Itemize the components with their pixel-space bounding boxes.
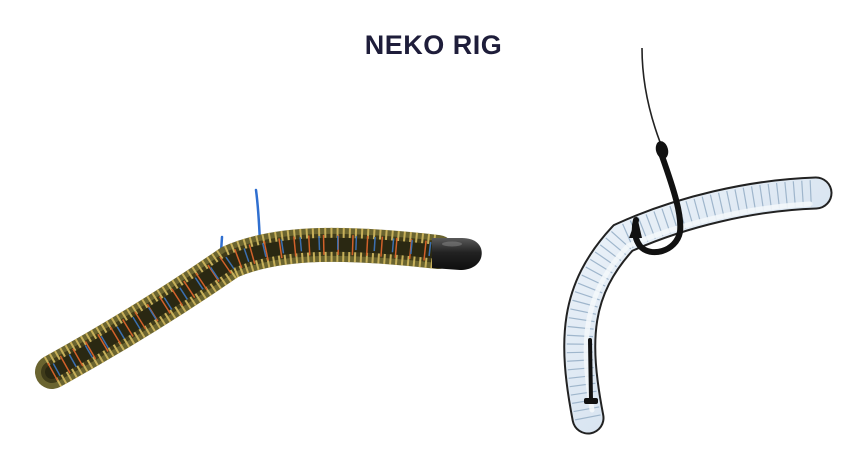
diagram-worm-rings — [566, 180, 817, 421]
weight-head — [432, 238, 482, 270]
hook-icon — [629, 141, 684, 256]
page-title: NEKO RIG — [364, 30, 503, 60]
nail-weight-icon — [584, 338, 598, 404]
fishing-line — [641, 47, 661, 143]
worm-lure-icon — [35, 188, 482, 389]
rigged-worm-diagram-icon — [563, 47, 833, 435]
